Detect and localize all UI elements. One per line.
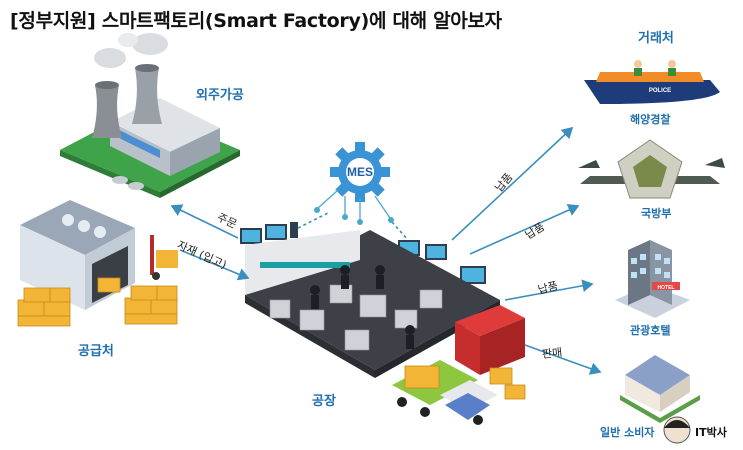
- node-consumer: 일반 소비자: [600, 424, 654, 440]
- node-coast-guard: 해양경찰: [630, 111, 670, 127]
- node-hotel: 관광호텔: [630, 322, 670, 338]
- mes-label: MES: [347, 165, 373, 179]
- node-supplier: 공급처: [78, 340, 114, 359]
- flow-label-sale: 판매: [541, 344, 563, 362]
- pentagon-illustration: [578, 140, 725, 198]
- author-brand: IT박사: [695, 424, 727, 440]
- mes-gear-icon: [314, 142, 394, 225]
- node-factory: 공장: [312, 390, 336, 409]
- police-boat-illustration: [584, 60, 720, 104]
- mes-link-right: [392, 222, 408, 240]
- delivery-truck-illustration: [392, 360, 525, 425]
- avatar: [664, 417, 690, 443]
- node-customer: 거래처: [638, 27, 674, 46]
- supplier-warehouse-illustration: [18, 200, 178, 326]
- outsourcing-plant-illustration: [60, 33, 240, 198]
- mes-link-left: [298, 212, 330, 228]
- police-boat-text: POLICE: [649, 88, 671, 94]
- node-outsourcing: 외주가공: [196, 84, 244, 103]
- node-defense: 국방부: [641, 205, 671, 221]
- hotel-building-illustration: [615, 240, 690, 318]
- hotel-sign-text: HOTEL: [658, 285, 675, 291]
- house-illustration: [620, 355, 700, 423]
